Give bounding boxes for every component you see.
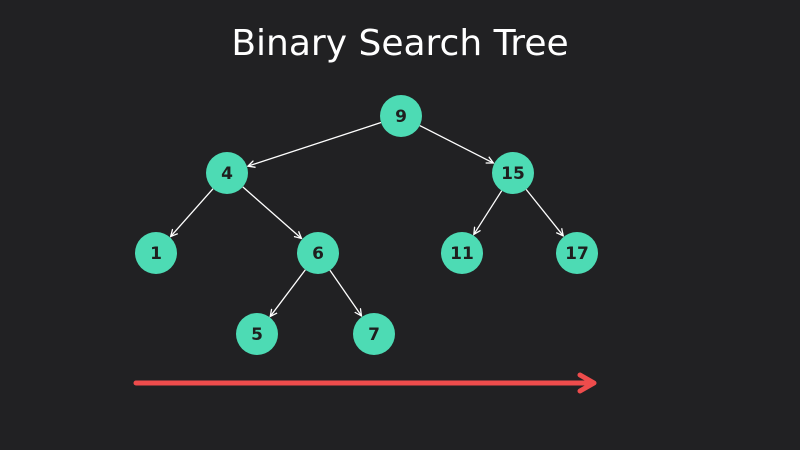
tree-node-17: 17	[556, 232, 598, 274]
tree-node-label: 11	[450, 244, 474, 264]
tree-node-circle	[380, 95, 422, 137]
tree-node-circle	[492, 152, 534, 194]
edge-n15-n11	[474, 190, 503, 235]
tree-node-label: 6	[312, 244, 324, 264]
tree-node-4: 4	[206, 152, 248, 194]
tree-node-label: 17	[565, 244, 589, 264]
edge-n6-n7	[329, 269, 362, 316]
tree-node-11: 11	[441, 232, 483, 274]
tree-node-5: 5	[236, 313, 278, 355]
tree-node-15: 15	[492, 152, 534, 194]
edges-layer	[171, 121, 564, 317]
tree-node-7: 7	[353, 313, 395, 355]
edge-n4-n1	[171, 188, 214, 237]
tree-node-circle	[556, 232, 598, 274]
edge-n4-n6	[242, 186, 302, 239]
tree-node-circle	[135, 232, 177, 274]
diagram-title: Binary Search Tree	[231, 23, 569, 64]
tree-node-9: 9	[380, 95, 422, 137]
nodes-layer: 9 4 15 1 6 11 17 5 7	[135, 95, 598, 355]
tree-node-label: 4	[221, 164, 233, 184]
tree-node-label: 7	[368, 325, 380, 345]
traversal-arrow-head	[577, 372, 597, 394]
tree-node-label: 15	[501, 164, 525, 184]
tree-node-circle	[206, 152, 248, 194]
traversal-arrow	[133, 372, 597, 394]
edge-n6-n5	[270, 269, 306, 317]
tree-node-circle	[297, 232, 339, 274]
tree-node-circle	[236, 313, 278, 355]
edge-n15-n17	[525, 188, 563, 235]
tree-node-1: 1	[135, 232, 177, 274]
tree-node-label: 1	[150, 244, 162, 264]
tree-node-label: 5	[251, 325, 263, 345]
tree-node-circle	[441, 232, 483, 274]
edge-n9-n15	[419, 124, 494, 163]
tree-node-circle	[353, 313, 395, 355]
tree-node-6: 6	[297, 232, 339, 274]
tree-node-label: 9	[395, 107, 407, 127]
edge-n9-n4	[248, 121, 382, 167]
